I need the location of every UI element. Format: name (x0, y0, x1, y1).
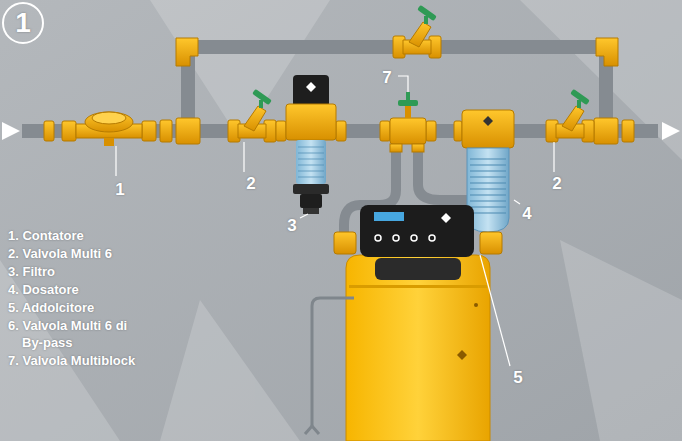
legend-item: 5. Addolcitore (8, 299, 94, 316)
callout-number: 4 (522, 204, 531, 224)
callout-number: 3 (287, 216, 296, 236)
drain-line (305, 298, 354, 434)
step-number: 1 (15, 8, 31, 38)
softener (334, 205, 502, 441)
flow-arrow (662, 122, 680, 140)
flow-arrow (2, 122, 20, 140)
water-meter (62, 112, 156, 146)
legend-item: 2. Valvola Multi 6 (8, 245, 112, 262)
legend-item: 4. Dosatore (8, 281, 79, 298)
callout-number: 2 (552, 174, 561, 194)
multi6-valve (228, 89, 276, 142)
pipe-fittings (44, 38, 634, 144)
callout-number: 7 (382, 68, 391, 88)
multiblock-valve (380, 92, 436, 152)
filter (276, 75, 346, 214)
legend-item: 3. Filtro (8, 263, 55, 280)
legend-item: 1. Contatore (8, 227, 84, 244)
callout-number: 5 (513, 368, 522, 388)
callout-number: 2 (246, 174, 255, 194)
callout-number: 1 (115, 180, 124, 200)
step-number-circle: 1 (2, 2, 44, 44)
leader-lines (116, 76, 554, 366)
legend-item: 7. Valvola Multiblock (8, 352, 135, 369)
legend-item: 6. Valvola Multi 6 di By-pass (8, 317, 140, 351)
